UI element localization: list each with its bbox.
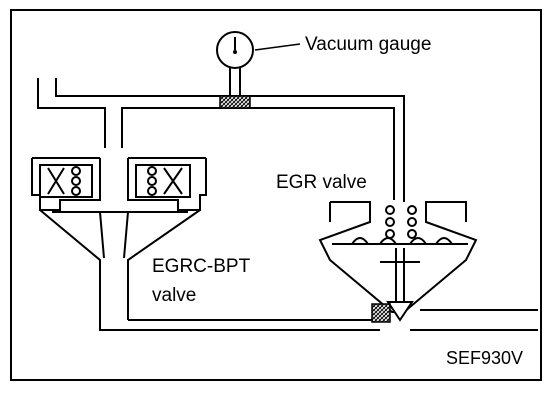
egr-valve-label: EGR valve xyxy=(276,172,367,193)
vacuum-hose xyxy=(37,66,405,202)
vacuum-gauge-leader xyxy=(254,43,301,51)
exhaust-passage xyxy=(99,309,538,331)
egr-valve-icon xyxy=(318,201,478,322)
egr-port-restrictor xyxy=(371,303,391,323)
egrc-bpt-label-line2: valve xyxy=(152,285,196,306)
vacuum-gauge-label: Vacuum gauge xyxy=(305,34,431,55)
egrc-bpt-label-line1: EGRC-BPT xyxy=(152,256,251,277)
vacuum-gauge-icon xyxy=(216,31,254,69)
egrc-bpt-valve-icon xyxy=(31,157,207,320)
figure-code: SEF930V xyxy=(446,348,523,368)
hose-restrictor xyxy=(219,95,251,109)
diagram-frame xyxy=(10,9,542,381)
